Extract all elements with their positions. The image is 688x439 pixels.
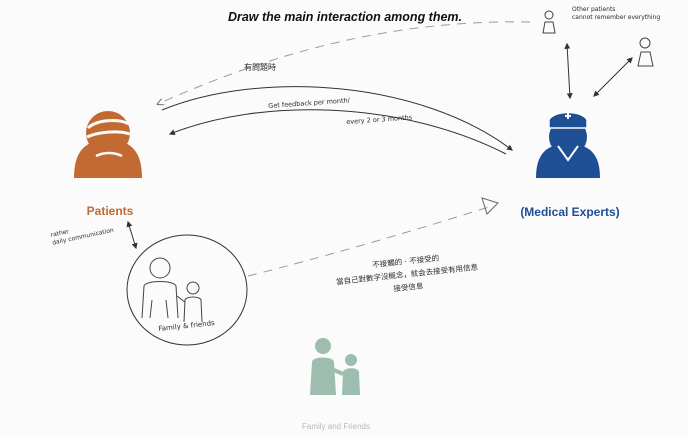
medical-experts-label: (Medical Experts) [520, 205, 620, 219]
other-patients-note-line1: Other patients [572, 6, 616, 13]
patient-icon [74, 111, 142, 178]
medical-expert-icon [536, 111, 600, 178]
arc-patient-to-expert [161, 86, 513, 151]
family-sketch-figures [141, 257, 203, 323]
family-friends-caption: Family and Friends [301, 422, 371, 431]
expert-to-other-patient-2-arrow [593, 57, 633, 97]
patients-label: Patients [86, 204, 134, 218]
family-circle-sketch [126, 234, 248, 346]
arc-expert-to-patient [168, 109, 507, 155]
other-patients-note-line2: cannot remember everything [572, 13, 661, 21]
chinese-note-top: 有問題時 [244, 63, 276, 72]
diagram-title: Draw the main interaction among them. [227, 10, 463, 24]
other-patient-sketch-1 [542, 10, 556, 34]
dashed-arrow-other-to-patient [158, 21, 531, 104]
open-triangle-head [481, 197, 499, 215]
patient-family-arrow [126, 220, 138, 250]
expert-to-other-patient-arrow [564, 42, 573, 100]
family-friends-icon [310, 338, 360, 395]
other-patients-note: Other patients cannot remember everythin… [572, 6, 680, 21]
other-patient-sketch-2 [637, 37, 654, 67]
